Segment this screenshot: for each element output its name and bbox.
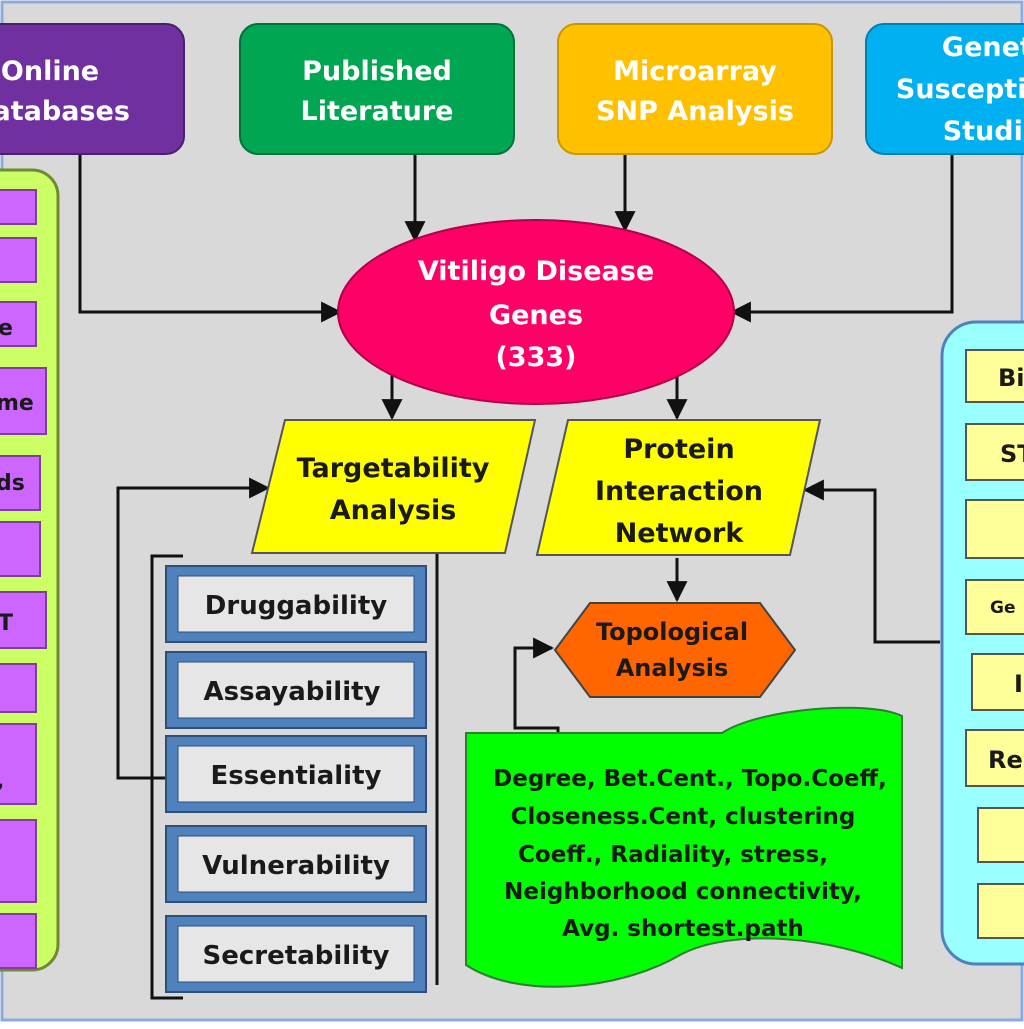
ppi-line-2: Interaction xyxy=(595,476,763,507)
right-item-7 xyxy=(977,807,1024,863)
left-item-1 xyxy=(0,189,37,225)
right-item-2-label: ST xyxy=(1000,440,1024,468)
right-item-4-label: Ge xyxy=(990,598,1015,618)
criteria-druggability: Druggability xyxy=(165,565,427,643)
criteria-assayability: Assayability xyxy=(165,651,427,729)
left-item-7 xyxy=(0,591,47,649)
susceptibility-line-1: Genetic xyxy=(942,32,1024,63)
right-item-1 xyxy=(965,349,1024,403)
criteria-vulnerability: Vulnerability xyxy=(165,825,427,903)
left-item-7-label: T xyxy=(0,611,13,636)
arrow-online-to-genes xyxy=(78,155,343,323)
topological-analysis: Topological Analysis xyxy=(553,602,797,698)
microarray-line-1: Microarray xyxy=(613,56,777,87)
criteria-essentiality: Essentiality xyxy=(165,735,427,813)
online-line-1: Online xyxy=(1,56,99,87)
genes-line-3: (333) xyxy=(495,342,576,373)
left-item-9 xyxy=(0,723,37,805)
topology-metrics: Degree, Bet.Cent., Topo.Coeff, Closeness… xyxy=(465,706,903,988)
left-item-3 xyxy=(0,301,37,347)
criteria-bracket xyxy=(150,554,183,1000)
source-microarray-snp: Microarray SNP Analysis xyxy=(557,23,833,155)
right-item-8 xyxy=(977,883,1024,939)
literature-line-1: Published xyxy=(302,56,452,87)
genes-line-2: Genes xyxy=(489,300,583,331)
susceptibility-line-2: Susceptibility xyxy=(896,74,1024,105)
metrics-line-3: Coeff., Radiality, stress, xyxy=(518,842,828,868)
metrics-line-2: Closeness.Cent, clustering xyxy=(511,804,856,830)
right-resource-panel: Bi ST Ge I Re xyxy=(940,320,1024,966)
targetability-line-1: Targetability xyxy=(297,453,490,484)
targetability-analysis: Targetability Analysis xyxy=(250,419,537,554)
right-item-4 xyxy=(965,579,1024,635)
source-published-literature: Published Literature xyxy=(239,23,515,155)
left-item-8 xyxy=(0,663,37,713)
left-item-3-label: e xyxy=(0,316,13,341)
right-item-6 xyxy=(965,729,1024,787)
right-item-5-label: I xyxy=(1014,670,1023,698)
left-item-4 xyxy=(0,367,47,435)
ppi-line-1: Protein xyxy=(623,434,734,465)
source-genetic-susceptibility: Genetic Susceptibility Studies xyxy=(865,23,1024,155)
criteria-druggability-label: Druggability xyxy=(205,591,387,621)
right-item-6-label: Re xyxy=(988,746,1023,774)
right-item-3 xyxy=(965,499,1024,559)
left-item-6 xyxy=(0,521,41,577)
vitiligo-disease-genes: Vitiligo Disease Genes (333) xyxy=(337,219,735,405)
ppi-line-3: Network xyxy=(615,518,745,549)
criteria-secretability-label: Secretability xyxy=(203,941,390,971)
left-item-5-label: ds xyxy=(0,471,25,496)
susceptibility-line-3: Studies xyxy=(943,116,1024,147)
left-resource-panel: e me ds T , xyxy=(0,168,60,972)
arrow-susceptibility-to-genes xyxy=(729,155,954,323)
left-item-11 xyxy=(0,913,37,969)
genes-line-1: Vitiligo Disease xyxy=(418,256,654,287)
metrics-line-4: Neighborhood connectivity, xyxy=(504,879,862,905)
criteria-essentiality-label: Essentiality xyxy=(211,761,382,791)
metrics-line-5: Avg. shortest.path xyxy=(562,916,804,942)
right-item-5 xyxy=(971,653,1024,711)
online-line-2: Databases xyxy=(0,96,130,127)
arrow-resources-to-ppi xyxy=(802,479,940,644)
criteria-vulnerability-label: Vulnerability xyxy=(202,851,390,881)
topological-line-1: Topological xyxy=(596,618,748,646)
arrow-criteria-to-targetability xyxy=(116,477,271,780)
right-item-2 xyxy=(965,423,1024,481)
source-online-databases: Online Databases xyxy=(0,23,185,155)
left-item-9-label: , xyxy=(0,769,4,794)
left-item-2 xyxy=(0,237,37,283)
criteria-secretability: Secretability xyxy=(165,915,427,993)
targetability-line-2: Analysis xyxy=(330,495,457,526)
microarray-line-2: SNP Analysis xyxy=(596,96,794,127)
left-item-4-label: me xyxy=(0,391,34,416)
left-item-5 xyxy=(0,455,41,511)
literature-line-2: Literature xyxy=(301,96,454,127)
criteria-assayability-label: Assayability xyxy=(203,677,380,707)
right-item-1-label: Bi xyxy=(998,364,1024,392)
metrics-line-1: Degree, Bet.Cent., Topo.Coeff, xyxy=(493,766,887,792)
left-item-10 xyxy=(0,819,37,903)
protein-interaction-network: Protein Interaction Network xyxy=(535,419,822,556)
topological-line-2: Analysis xyxy=(616,654,729,682)
